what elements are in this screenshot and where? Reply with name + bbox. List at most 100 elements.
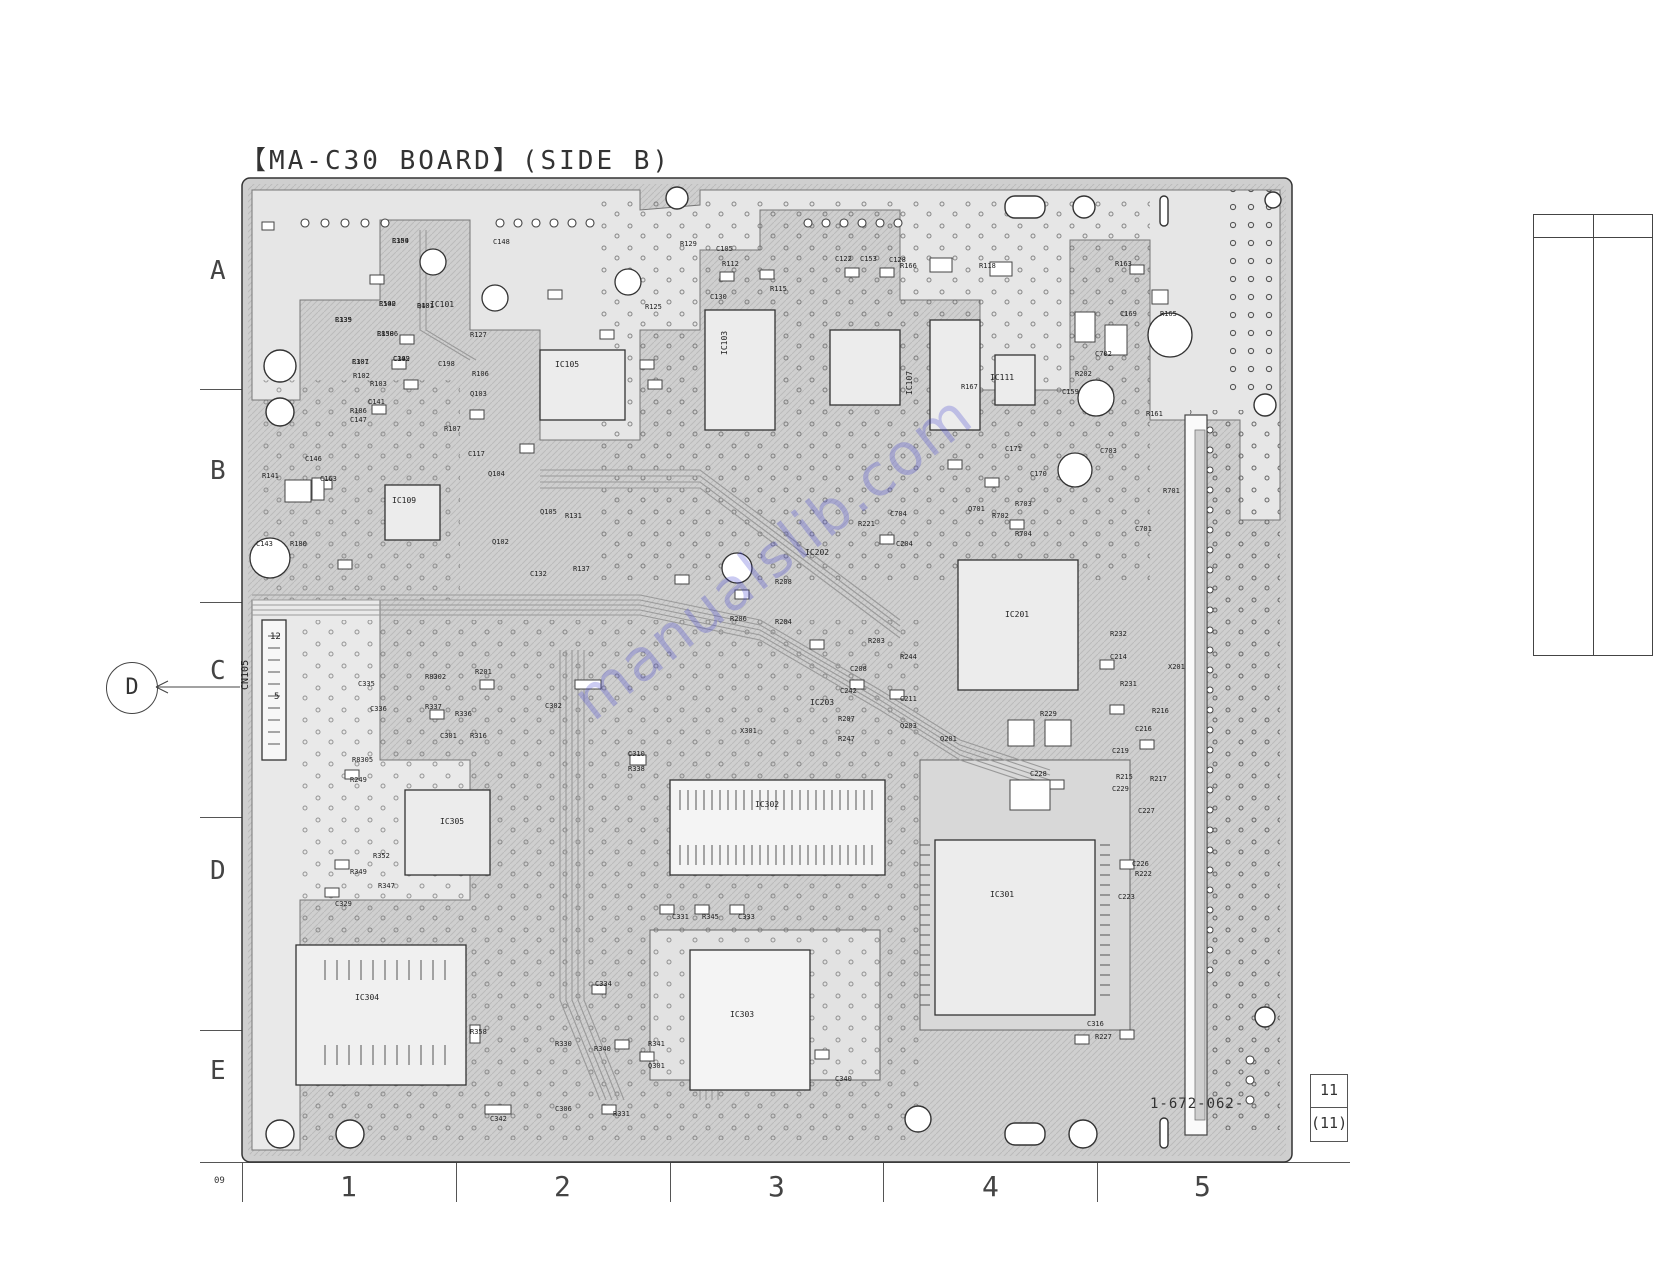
component-designator: C228 [1030,770,1047,778]
component-designator: R316 [470,732,487,740]
component-designator: R137 [573,565,590,573]
component-designator: C171 [1005,445,1022,453]
component-designator: X201 [1168,663,1185,671]
column-divider [456,1162,457,1202]
component-designator: C139 [335,316,352,324]
component-designator: R359 [392,237,409,245]
component-designator: C310 [628,750,645,758]
component-designator: Q101 [417,302,434,310]
component-designator: C331 [672,913,689,921]
component-designator: R336 [455,710,472,718]
component-designator: R335 [335,316,352,324]
component-designator: C211 [900,695,917,703]
component-designator: X301 [740,727,757,735]
row-divider [200,817,242,818]
component-designator: C307 [352,358,369,366]
component-designator: C169 [1120,310,1137,318]
component-designator: R208 [775,578,792,586]
component-designator: Q201 [940,735,957,743]
component-designator: C227 [1138,807,1155,815]
board-part-number: 1-672-062- [1150,1096,1245,1112]
component-designator: R207 [838,715,855,723]
corner-number: 09 [214,1176,225,1186]
component-designator: R106 [472,370,489,378]
row-label-e: E [210,1056,226,1086]
component-designator: C335 [358,680,375,688]
component-designator: R201 [475,668,492,676]
component-designator: R703 [1015,500,1032,508]
component-designator: R215 [1116,773,1133,781]
connector-cn105-label: CN105 [240,659,251,690]
component-designator: R8302 [425,673,447,681]
component-designator: C117 [468,450,485,458]
component-designator: R232 [1110,630,1127,638]
component-designator: C141 [368,398,385,406]
component-designator: Q102 [492,538,509,546]
ic-label: IC304 [355,993,380,1002]
component-designator: R107 [444,425,461,433]
component-designator: C122 [835,255,852,263]
component-designator: C229 [1112,785,1129,793]
legend-column-rule [1593,215,1594,655]
ic-label: IC302 [755,800,780,809]
component-designator: R103 [370,380,387,388]
component-designator: R163 [1115,260,1132,268]
component-designator: C334 [595,980,612,988]
ic-label: IC111 [990,373,1015,382]
component-designator: C340 [835,1075,852,1083]
component-designator: C214 [1110,653,1127,661]
component-designator: C140 [379,300,396,308]
component-designator: R127 [470,331,487,339]
component-designator: R231 [1120,680,1137,688]
component-designator: R115 [770,285,787,293]
diagram-title: 【MA-C30 BOARD】(SIDE B) [240,146,672,176]
connector-pin-5: 5 [274,692,280,702]
row-divider [200,1030,242,1031]
component-designator: R221 [858,520,875,528]
component-designator: R229 [1040,710,1057,718]
component-designator: C704 [890,510,907,518]
component-designator: C701 [1135,525,1152,533]
component-designator: C302 [545,702,562,710]
component-designator: R702 [992,512,1009,520]
component-designator: R101 [352,358,369,366]
component-designator: C163 [320,475,337,483]
component-designator: R704 [1015,530,1032,538]
column-label-5: 5 [1194,1170,1211,1203]
column-divider [1097,1162,1098,1202]
component-designator: C702 [1095,350,1112,358]
component-designator: R502 [379,300,396,308]
component-designator: R345 [702,913,719,921]
component-designator: R330 [555,1040,572,1048]
component-designator: C333 [738,913,755,921]
page-ref-top: 11 [1319,1081,1339,1099]
component-designator: R247 [838,735,855,743]
component-designator: R401 [417,302,434,310]
component-designator: C147 [350,416,367,424]
column-divider [670,1162,671,1202]
component-designator: C242 [840,687,857,695]
column-label-3: 3 [768,1170,785,1203]
component-designator: Q701 [968,505,985,513]
ic-label: IC303 [730,1010,755,1019]
component-designator: R8305 [352,756,374,764]
component-designator: C159 [1062,388,1079,396]
row-label-c: C [210,656,226,686]
component-designator: Q203 [900,722,917,730]
component-designator: C223 [1118,893,1135,901]
component-designator: R125 [645,303,662,311]
ic-label: IC105 [555,360,580,369]
component-designator: C336 [370,705,387,713]
component-designator: C148 [493,238,510,246]
component-designator: C703 [1100,447,1117,455]
row-divider [200,389,242,390]
component-designator: R204 [775,618,792,626]
component-designator: C132 [530,570,547,578]
row-label-a: A [210,256,226,286]
column-label-1: 1 [340,1170,357,1203]
component-designator: C306 [555,1105,572,1113]
ic-label: IC101 [430,300,455,309]
component-designator: C204 [896,540,913,548]
column-divider [242,1162,243,1202]
component-designator: C329 [335,900,352,908]
